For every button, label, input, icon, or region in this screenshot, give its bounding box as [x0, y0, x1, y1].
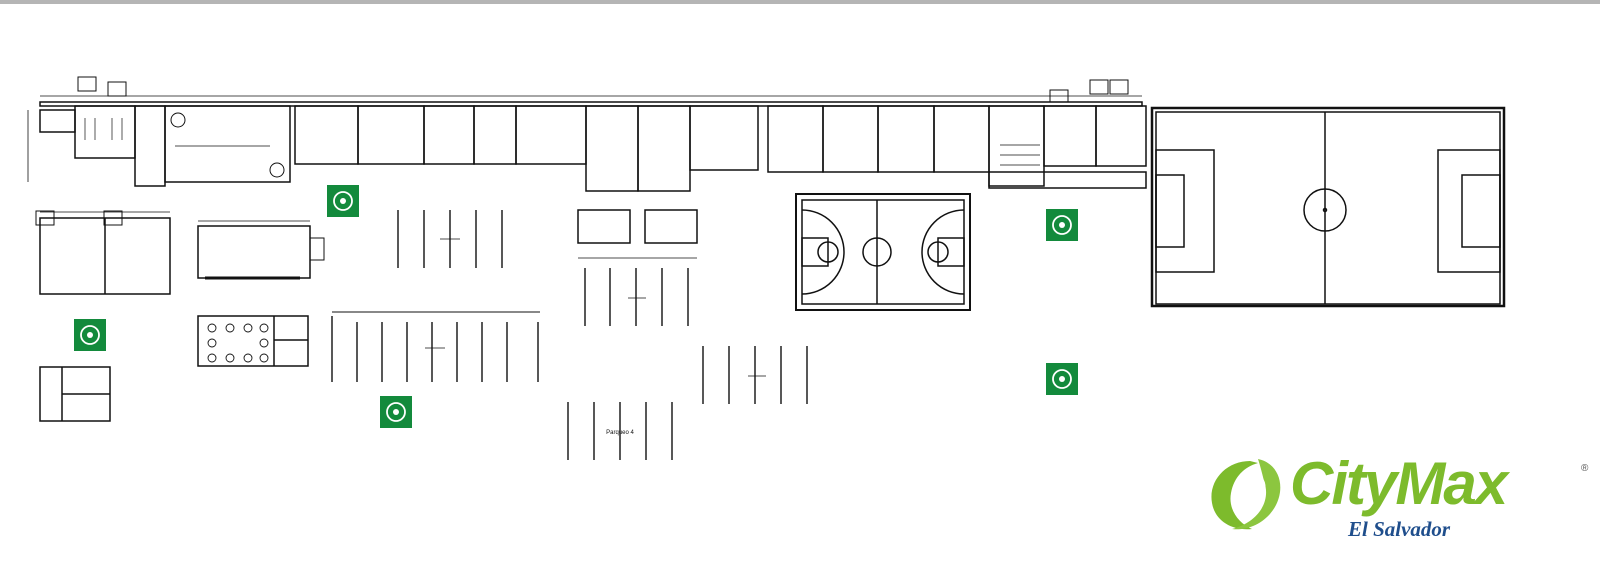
building-left-2	[197, 225, 311, 279]
parking-area-1	[397, 210, 503, 268]
classroom-10	[822, 105, 879, 173]
small-room-1	[577, 209, 631, 244]
restroom-block	[74, 105, 136, 159]
classroom-8	[689, 105, 759, 171]
restroom-block-2	[988, 105, 1045, 187]
top-border	[0, 0, 1600, 4]
small-room-2	[644, 209, 698, 244]
tree-top-view-icon	[74, 319, 106, 351]
main-building	[27, 76, 1147, 192]
soccer-field	[1150, 106, 1506, 308]
classroom-7	[637, 105, 691, 192]
classroom-9	[767, 105, 824, 173]
citymax-swirl-icon	[1211, 459, 1281, 530]
fan-icon	[269, 162, 285, 178]
classroom-11	[877, 105, 935, 173]
parking-label: Parqueo 4	[606, 430, 634, 436]
tree-top-view-icon	[327, 185, 359, 217]
storage-rooms	[134, 105, 166, 187]
workshop-room	[164, 105, 291, 183]
classroom-3	[423, 105, 475, 165]
tree-markers	[74, 185, 1078, 428]
cafeteria	[197, 315, 309, 367]
classroom-2	[357, 105, 425, 165]
classroom-1	[294, 105, 359, 165]
parking-areas	[331, 210, 808, 460]
brand-name: CityMax	[1290, 450, 1508, 517]
basketball-court	[795, 193, 971, 311]
parking-area-2	[331, 311, 540, 382]
classroom-6	[585, 105, 639, 192]
classroom-4	[473, 105, 517, 165]
classroom-5	[515, 105, 587, 165]
brand-subtitle: El Salvador	[1348, 517, 1451, 541]
classroom-12	[933, 105, 990, 173]
parking-area-3	[584, 268, 689, 326]
fan-icon	[170, 112, 186, 128]
tree-top-view-icon	[1046, 363, 1078, 395]
parking-area-4	[702, 346, 808, 404]
entrance-room	[39, 109, 76, 133]
tree-top-view-icon	[380, 396, 412, 428]
tree-top-view-icon	[1046, 209, 1078, 241]
registered-mark: ®	[1581, 463, 1589, 474]
parking-area-5	[567, 402, 673, 460]
room-13	[1043, 105, 1097, 167]
citymax-logo: CityMax ® El Salvador	[1198, 450, 1598, 555]
room-14	[1095, 105, 1147, 167]
corridor	[988, 171, 1147, 189]
